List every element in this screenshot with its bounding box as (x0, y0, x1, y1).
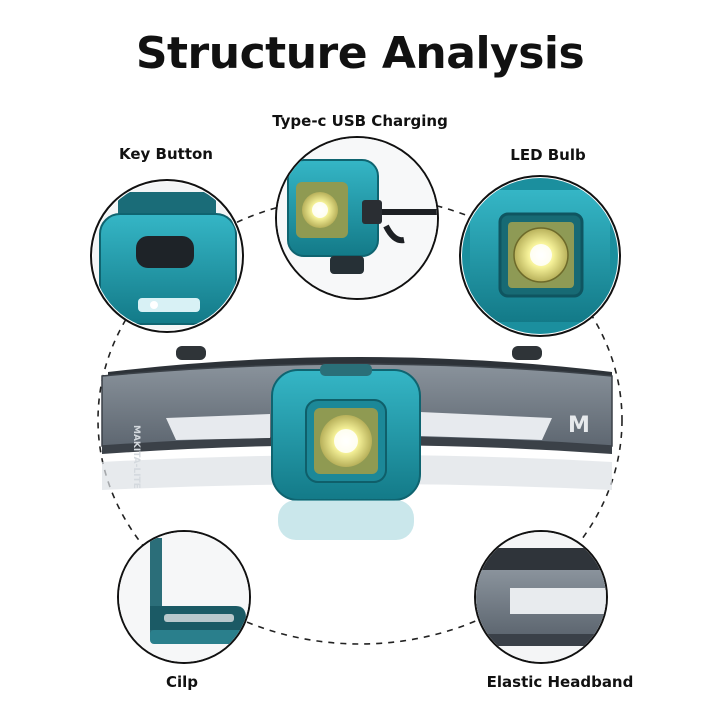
clip-callout (117, 530, 251, 664)
clip-label: Cilp (165, 673, 199, 691)
key-button-label: Key Button (119, 145, 213, 163)
band-brand-logo-right: M (568, 413, 590, 438)
page-title: Structure Analysis (135, 28, 585, 79)
led-bulb-callout (459, 175, 621, 337)
elastic-headband-callout (474, 530, 608, 664)
usb-charging-label: Type-c USB Charging (272, 112, 448, 130)
dashed-guide-circle (97, 195, 623, 645)
band-brand-text-left: MAKITA-LITE (131, 425, 141, 489)
usb-charging-callout (275, 136, 439, 300)
led-bulb-label: LED Bulb (510, 146, 586, 164)
elastic-headband-label: Elastic Headband (486, 673, 634, 691)
lamp-housing (271, 364, 421, 540)
key-button-callout (90, 179, 244, 333)
